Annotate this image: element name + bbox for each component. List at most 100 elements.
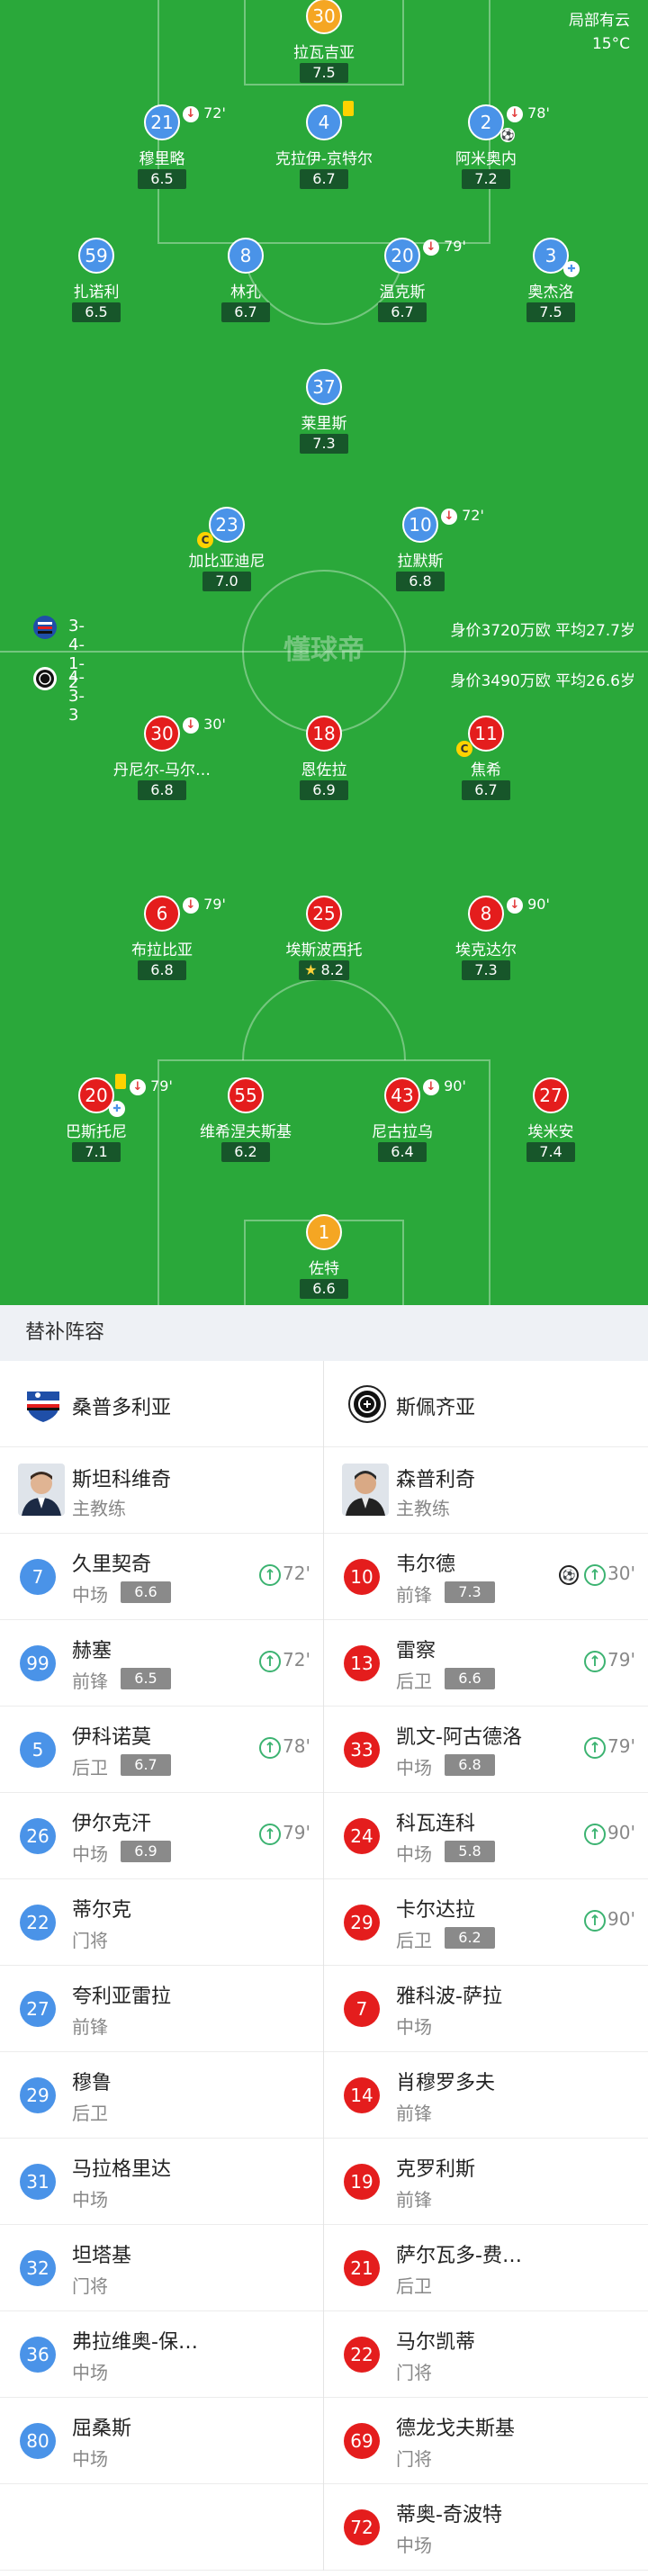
pitch-player-home[interactable]: 37 莱里斯 7.3	[256, 369, 392, 473]
sub-player-row[interactable]: 33 凯文-阿古德洛 中场 6.8 ↑79'	[324, 1707, 648, 1793]
player-name: 埃克达尔	[455, 941, 517, 959]
sub-player-row[interactable]: 99 赫塞 前锋 6.5 ↑72'	[0, 1620, 323, 1707]
player-number: 27	[20, 1991, 56, 2027]
player-position: 后卫	[72, 1757, 108, 1779]
pitch-player-home[interactable]: 21 ↓ 72' 穆里略 6.5	[94, 104, 230, 209]
away-subs-column: 斯佩齐亚 森普利奇 主教练 10 韦尔德 前锋 7.3 ⚽↑30' 13 雷察	[324, 1361, 648, 2571]
sub-time: 72'	[203, 104, 226, 122]
home-team-row[interactable]: 桑普多利亚	[0, 1361, 323, 1447]
sub-player-row[interactable]: 14 肖穆罗多夫 前锋	[324, 2052, 648, 2139]
away-value-line: 身价3490万欧 平均26.6岁	[450, 672, 635, 690]
sub-player-row[interactable]: 13 雷察 后卫 6.6 ↑79'	[324, 1620, 648, 1707]
pitch-player-away[interactable]: 55 维希涅夫斯基 6.2	[178, 1077, 313, 1182]
player-number: 29	[344, 1905, 380, 1941]
sub-player-row[interactable]: 7 雅科波-萨拉 中场	[324, 1966, 648, 2052]
pitch-player-home[interactable]: 4 克拉伊-京特尔 6.7	[256, 101, 392, 209]
sub-off-indicator: ↓ 90'	[423, 1077, 466, 1095]
sub-player-row[interactable]: 21 萨尔瓦多-费… 后卫	[324, 2225, 648, 2311]
sub-player-row[interactable]: 29 穆鲁 后卫	[0, 2052, 323, 2139]
sub-player-row[interactable]: 22 蒂尔克 门将	[0, 1879, 323, 1966]
sub-on-time: ↑79'	[584, 1649, 635, 1672]
player-name: 穆里略	[139, 150, 185, 168]
player-position: 前锋	[396, 2189, 432, 2211]
pitch-player-away-gk[interactable]: 1 佐特 6.6	[256, 1214, 392, 1305]
pitch-player-home[interactable]: 20 ↓ 79' 温克斯 6.7	[335, 238, 470, 342]
pitch-player-home[interactable]: 59 扎诺利 6.5	[29, 238, 164, 342]
pitch-player-away[interactable]: 20 ↓ 79' ✚ 巴斯托尼 7.1	[29, 1074, 173, 1182]
player-number: 69	[344, 2423, 380, 2459]
pitch-player-home[interactable]: 10 ↓ 72' 拉默斯 6.8	[353, 507, 488, 611]
player-position: 中场	[396, 1843, 432, 1865]
away-team-row[interactable]: 斯佩齐亚	[324, 1361, 648, 1447]
sub-player-row[interactable]: 7 久里契奇 中场 6.6 ↑72'	[0, 1534, 323, 1620]
yellow-card-icon	[343, 101, 354, 116]
sub-time: 79'	[150, 1077, 173, 1094]
player-position: 门将	[72, 2275, 108, 2297]
sub-player-row[interactable]: 72 蒂奥-奇波特 中场	[324, 2484, 648, 2571]
sub-player-row[interactable]: 19 克罗利斯 前锋	[324, 2139, 648, 2225]
player-number: 20	[384, 238, 420, 274]
player-name: 凯文-阿古德洛	[396, 1726, 522, 1749]
player-number: 22	[344, 2337, 380, 2373]
sub-player-row[interactable]: 31 马拉格里达 中场	[0, 2139, 323, 2225]
pitch-player-away[interactable]: 8 ↓ 90' 埃克达尔 7.3	[418, 896, 554, 1000]
home-coach-row[interactable]: 斯坦科维奇 主教练	[0, 1447, 323, 1534]
player-rating: 6.5	[138, 169, 186, 189]
player-position: 中场	[72, 1584, 108, 1606]
player-number: 5	[20, 1732, 56, 1768]
pitch-player-away[interactable]: 43 ↓ 90' 尼古拉乌 6.4	[335, 1077, 470, 1182]
sub-player-row[interactable]: 36 弗拉维奥-保… 中场	[0, 2311, 323, 2398]
pitch-player-home[interactable]: 2 ↓ 78' ⚽ 阿米奥内 7.2	[418, 104, 554, 209]
pitch-player-away[interactable]: 30 ↓ 30' 丹尼尔-马尔… 6.8	[94, 716, 230, 820]
coach-role: 主教练	[396, 1498, 450, 1519]
sub-player-row[interactable]: 32 坦塔基 门将	[0, 2225, 323, 2311]
player-position: 中场	[72, 2189, 108, 2211]
player-name: 布拉比亚	[131, 941, 193, 959]
player-number: 14	[344, 2077, 380, 2113]
home-team-name: 桑普多利亚	[72, 1397, 172, 1419]
pitch-player-away[interactable]: 6 ↓ 79' 布拉比亚 6.8	[94, 896, 230, 1000]
sub-player-row[interactable]: 10 韦尔德 前锋 7.3 ⚽↑30'	[324, 1534, 648, 1620]
player-name: 马拉格里达	[72, 2158, 172, 2181]
player-name: 弗拉维奥-保…	[72, 2331, 198, 2354]
pitch-player-away[interactable]: 27 埃米安 7.4	[483, 1077, 618, 1182]
sub-on-time: ↑78'	[259, 1735, 310, 1759]
sub-off-icon: ↓	[423, 239, 439, 256]
player-name: 雷察	[396, 1640, 436, 1662]
player-number: 21	[144, 104, 180, 140]
player-name: 埃米安	[527, 1123, 574, 1141]
sub-player-row[interactable]: 69 德龙戈夫斯基 门将	[324, 2398, 648, 2484]
pitch-player-home[interactable]: 8 林孔 6.7	[178, 238, 313, 342]
pitch-player-home[interactable]: 3 ✚ 奥杰洛 7.5	[483, 238, 618, 342]
sub-time: 90'	[444, 1077, 466, 1094]
away-coach-row[interactable]: 森普利奇 主教练	[324, 1447, 648, 1534]
pitch-player-away[interactable]: 11 C 焦希 6.7	[418, 716, 554, 820]
sub-player-row[interactable]: 27 夸利亚雷拉 前锋	[0, 1966, 323, 2052]
player-rating: 6.9	[121, 1841, 171, 1862]
pitch-player-home[interactable]: 23 C 加比亚迪尼 7.0	[159, 507, 294, 611]
player-rating: 6.6	[300, 1279, 348, 1299]
player-name: 拉默斯	[397, 553, 444, 571]
sub-off-icon: ↓	[507, 105, 523, 122]
sub-player-row[interactable]: 24 科瓦连科 中场 5.8 ↑90'	[324, 1793, 648, 1879]
player-number: 10	[344, 1559, 380, 1595]
sub-player-row[interactable]: 29 卡尔达拉 后卫 6.2 ↑90'	[324, 1879, 648, 1966]
player-name: 穆鲁	[72, 2072, 112, 2094]
sub-player-row[interactable]: 22 马尔凯蒂 门将	[324, 2311, 648, 2398]
sub-off-indicator: ↓ 79'	[183, 896, 226, 914]
spezia-logo-icon	[348, 1385, 386, 1423]
player-rating: 6.7	[221, 302, 270, 322]
sub-player-row[interactable]: 26 伊尔克汗 中场 6.9 ↑79'	[0, 1793, 323, 1879]
pitch-player-away[interactable]: 25 埃斯波西托 8.2	[256, 896, 392, 1000]
pitch-player-away[interactable]: 18 恩佐拉 6.9	[256, 716, 392, 820]
player-rating: 7.0	[202, 572, 251, 591]
player-name: 莱里斯	[301, 415, 347, 433]
player-name: 科瓦连科	[396, 1813, 476, 1835]
pitch-player-home-gk[interactable]: 30 拉瓦吉亚 7.5	[256, 0, 392, 103]
sub-on-icon: ↑	[584, 1650, 607, 1672]
sub-player-row[interactable]: 5 伊科诺莫 后卫 6.7 ↑78'	[0, 1707, 323, 1793]
sub-on-time: ↑72'	[259, 1563, 310, 1586]
player-position: 中场	[396, 2535, 432, 2556]
sub-player-row[interactable]: 80 屈桑斯 中场	[0, 2398, 323, 2484]
player-position: 前锋	[396, 1584, 432, 1606]
